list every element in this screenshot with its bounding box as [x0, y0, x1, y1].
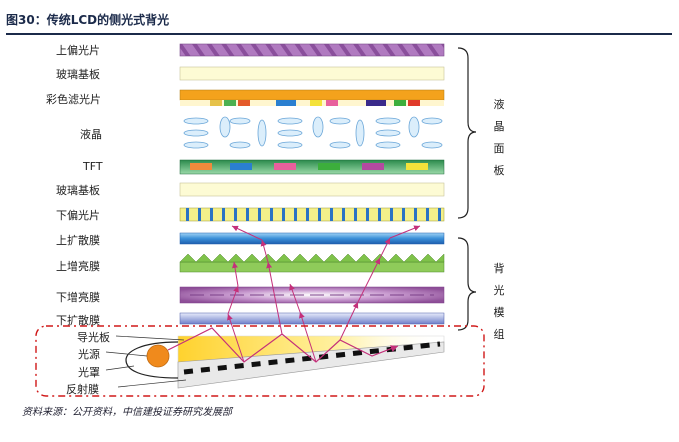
lower-polarizer-layer	[179, 207, 445, 222]
lamp-cover	[125, 341, 179, 379]
light-source-lamp	[146, 344, 170, 368]
label-light-source: 光源	[78, 348, 100, 361]
tft-layer	[179, 159, 445, 175]
label-lower-diffuser: 下扩散膜	[56, 314, 100, 327]
label-leaders	[105, 335, 187, 388]
label-tft: TFT	[83, 160, 103, 173]
lower-diffuser-layer	[179, 312, 445, 325]
label-glass-top: 玻璃基板	[56, 68, 100, 81]
light-ray-path	[167, 327, 399, 363]
label-lower-brightness: 下增亮膜	[56, 291, 100, 304]
liquid-crystal-layer	[183, 116, 443, 149]
glass-top-layer	[179, 66, 445, 81]
label-light-guide: 导光板	[77, 331, 110, 344]
light-guide-plate	[177, 335, 445, 389]
lower-brightness-layer	[179, 286, 445, 304]
reflector-dots	[183, 341, 441, 375]
glass-bottom-layer	[179, 182, 445, 197]
upper-brightness-layer	[179, 253, 445, 273]
lcd-panel-bracket	[457, 47, 477, 219]
label-upper-brightness: 上增亮膜	[56, 260, 100, 273]
label-color-filter: 彩色滤光片	[46, 93, 101, 106]
label-liquid-crystal: 液晶	[80, 128, 102, 141]
backlight-bracket	[457, 237, 477, 331]
color-filter-layer	[179, 89, 445, 106]
title-rule	[6, 33, 672, 35]
light-arrows	[227, 225, 421, 363]
upper-polarizer-layer	[179, 43, 445, 57]
label-glass-bottom: 玻璃基板	[56, 184, 100, 197]
group-label-lcd-panel: 液 晶 面 板	[493, 98, 505, 177]
upper-diffuser-layer	[179, 232, 445, 245]
label-upper-diffuser: 上扩散膜	[56, 234, 100, 247]
label-upper-polarizer: 上偏光片	[56, 44, 100, 57]
label-lower-polarizer: 下偏光片	[56, 209, 100, 222]
label-lamp-cover: 光罩	[78, 366, 100, 379]
label-reflector: 反射膜	[66, 383, 99, 396]
source-note: 资料来源：公开资料，中信建投证券研究发展部	[22, 407, 232, 418]
group-label-backlight: 背 光 模 组	[493, 262, 505, 341]
figure-title: 图30：传统LCD的侧光式背光	[6, 13, 170, 27]
